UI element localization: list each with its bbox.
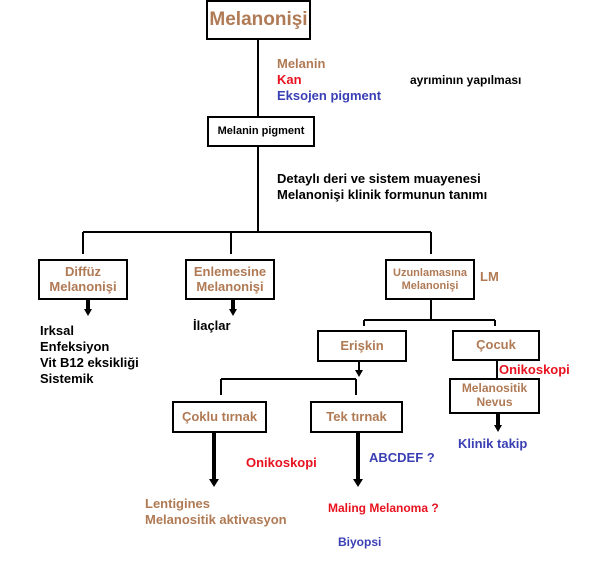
- label-maling-melanoma: Maling Melanoma ?: [328, 501, 439, 515]
- label-eksojen-pigment: Eksojen pigment: [277, 88, 382, 103]
- node-enlemesine-line2: Melanonişi: [196, 278, 264, 294]
- node-uzunlamasina-line1: Uzunlamasına: [393, 266, 467, 279]
- label-melanin: Melanin: [277, 56, 326, 71]
- label-ilaclar: İlaçlar: [193, 318, 231, 333]
- arrow-head-tek-result: [353, 479, 363, 487]
- node-enlemesine-melanonisi: Enlemesine Melanonişi: [185, 259, 275, 300]
- node-nevus-line2: Nevus: [476, 395, 513, 409]
- node-melanin-pigment-label: Melanin pigment: [217, 125, 305, 138]
- label-sistemik: Sistemik: [40, 371, 94, 386]
- label-ayriminin-yapilmasi: ayrıminın yapılması: [410, 73, 522, 87]
- node-diffuz-line2: Melanonişi: [49, 278, 117, 294]
- arrow-head-enlemesine-drugs: [229, 309, 237, 316]
- node-tek-tirnak: Tek tırnak: [310, 401, 403, 433]
- node-melanin-pigment: Melanin pigment: [207, 116, 315, 147]
- node-nevus-line1: Melanositik: [461, 381, 528, 396]
- label-klinik-takip: Klinik takip: [458, 436, 528, 451]
- node-enlemesine-line1: Enlemesine: [193, 263, 267, 279]
- node-cocuk: Çocuk: [452, 330, 540, 361]
- node-coklu-tirnak: Çoklu tırnak: [172, 401, 267, 433]
- node-cocuk-label: Çocuk: [476, 337, 516, 353]
- label-enfeksiyon: Enfeksiyon: [40, 339, 110, 354]
- node-diffuz-line1: Diffüz: [64, 263, 102, 279]
- node-eriskin-label: Erişkin: [340, 337, 384, 353]
- label-irksal: Irksal: [40, 323, 74, 338]
- label-lentigines: Lentigines: [145, 496, 211, 511]
- label-onikoskopi-right: Onikoskopi: [499, 362, 570, 377]
- arrow-head-eriskin: [355, 370, 363, 377]
- node-melanonisi: Melanonişi: [206, 0, 311, 40]
- node-eriskin: Erişkin: [317, 330, 407, 362]
- node-coklu-tirnak-label: Çoklu tırnak: [181, 408, 258, 424]
- label-vit-b12: Vit B12 eksikliği: [40, 355, 139, 370]
- label-detayli-muayene: Detaylı deri ve sistem muayenesi: [277, 171, 481, 186]
- node-diffuz-melanonisi: Diffüz Melanonişi: [38, 259, 128, 300]
- label-biyopsi: Biyopsi: [338, 535, 382, 549]
- label-abcdef: ABCDEF ?: [369, 450, 435, 465]
- label-onikoskopi-left: Onikoskopi: [246, 455, 317, 470]
- arrow-head-coklu-result: [209, 479, 219, 487]
- arrow-head-diffuz-causes: [84, 309, 92, 316]
- node-melanositik-nevus: Melanositik Nevus: [449, 378, 540, 414]
- label-lm: LM: [480, 269, 499, 284]
- node-melanonisi-label: Melanonişi: [209, 9, 308, 31]
- node-uzunlamasina-melanonisi: Uzunlamasına Melanonişi: [385, 259, 475, 300]
- label-melanositik-aktivasyon: Melanositik aktivasyon: [145, 512, 287, 527]
- label-kan: Kan: [277, 72, 302, 87]
- arrow-head-nevus-takip: [494, 425, 502, 432]
- node-tek-tirnak-label: Tek tırnak: [326, 408, 387, 424]
- label-klinik-form: Melanonişi klinik formunun tanımı: [277, 187, 488, 202]
- node-uzunlamasina-line2: Melanonişi: [401, 279, 459, 292]
